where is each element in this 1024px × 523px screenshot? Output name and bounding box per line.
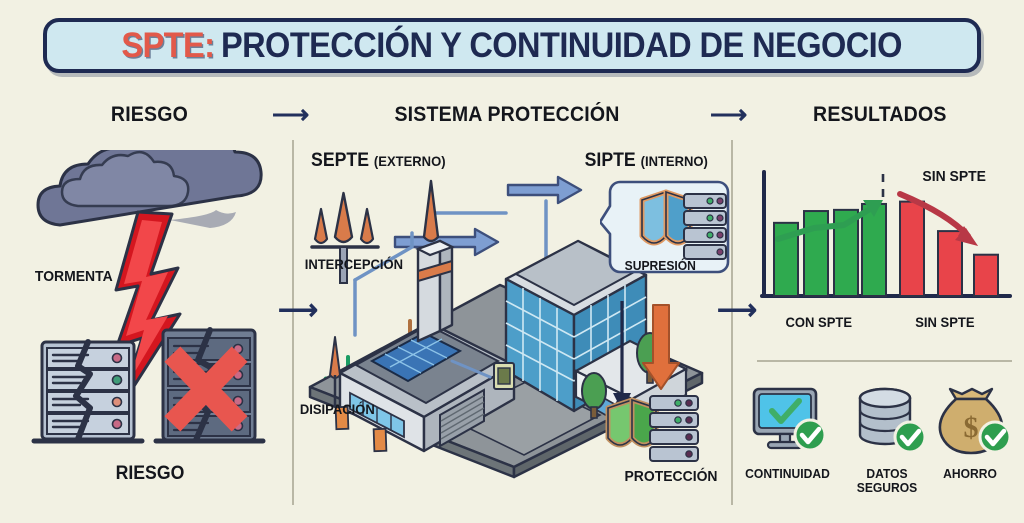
solar-panels-icon — [369, 331, 463, 383]
page-title: SPTE:PROTECCIÓN Y CONTINUIDAD DE NEGOCIO — [122, 28, 903, 63]
section-header-sistema: SISTEMA PROTECCIÓN — [394, 103, 620, 126]
chart-annotation-sin-spte: SIN SPTE — [922, 168, 986, 185]
suppression-label: SUPRESIÓN — [624, 258, 696, 273]
spd-cabinet-1 — [334, 405, 350, 431]
lightning-bolt-icon — [114, 210, 182, 410]
tower-window-grid — [505, 285, 647, 401]
check-badge-icon — [978, 420, 1012, 454]
sipte-qualifier: (INTERNO) — [640, 153, 708, 169]
warehouse-windows — [349, 391, 405, 439]
septe-name: SEPTE — [311, 150, 370, 171]
sipte-title: SIPTE (INTERNO) — [585, 150, 708, 172]
title-main: PROTECCIÓN Y CONTINUIDAD DE NEGOCIO — [221, 26, 903, 65]
divider-system-results — [731, 140, 733, 505]
benefit-label-datos-seguros: DATOS SEGUROS — [856, 466, 918, 495]
header-arrow-icon-1: ⟶ — [272, 99, 310, 129]
benefit-icon-continuidad — [752, 387, 827, 452]
title-banner: SPTE:PROTECCIÓN Y CONTINUIDAD DE NEGOCIO — [43, 18, 981, 73]
chart-bar — [861, 202, 887, 297]
benefit-label-continuidad: CONTINUIDAD — [745, 466, 830, 481]
benefit-label-ahorro: AHORRO — [943, 466, 997, 481]
protection-server-icon — [649, 395, 699, 462]
chimney-with-air-terminal — [415, 179, 455, 343]
chart-bars-sin-spte — [899, 200, 999, 297]
sipte-callout-box — [600, 180, 730, 274]
septe-title: SEPTE (EXTERNO) — [311, 150, 445, 172]
divider-risk-system — [292, 140, 294, 505]
damaged-server-rack-icon-1 — [31, 339, 145, 444]
damaged-server-rack-icon-2 — [153, 327, 266, 444]
protection-result-art — [605, 395, 699, 462]
protection-label: PROTECCIÓN — [624, 468, 718, 485]
check-badge-icon — [893, 420, 927, 454]
trend-arrow-down-icon — [897, 191, 978, 246]
trend-arrow-up-icon — [775, 200, 883, 242]
storm-label: TORMENTA — [34, 268, 113, 285]
results-bar-chart — [760, 170, 1012, 298]
interception-label: INTERCEPCIÓN — [304, 256, 404, 272]
suppression-shield-icon — [639, 189, 693, 246]
warehouse-building — [329, 321, 516, 453]
check-badge-icon — [793, 418, 827, 452]
chart-bars-con-spte — [773, 202, 887, 298]
section-header-resultados: RESULTADOS — [813, 103, 947, 126]
risk-label: RIESGO — [115, 463, 185, 484]
chart-group-label-sin-spte: SIN SPTE — [915, 314, 975, 330]
x-mark-icon — [164, 346, 248, 432]
system-panel-art — [308, 175, 704, 479]
flow-arrow-blue-2 — [506, 175, 583, 205]
flow-arrow-icon-1: ⟶ — [278, 294, 319, 325]
benefit-icon-ahorro: $ — [938, 387, 1012, 455]
septe-qualifier: (EXTERNO) — [373, 153, 446, 169]
chart-group-label-con-spte: CON SPTE — [785, 314, 853, 330]
sipte-name: SIPTE — [584, 150, 636, 171]
dissipation-label: DISIPACIÓN — [299, 401, 375, 417]
flow-arrow-icon-2: ⟶ — [717, 294, 758, 325]
section-header-riesgo: RIESGO — [110, 103, 188, 126]
surge-arrow-down-icon — [642, 304, 680, 390]
benefit-icon-datos-seguros — [858, 387, 927, 454]
chart-bar — [803, 210, 829, 297]
chart-bar — [973, 253, 999, 297]
title-prefix: SPTE: — [121, 26, 216, 65]
divider-results-inner — [757, 360, 1012, 362]
svg-text:$: $ — [964, 411, 979, 444]
flow-arrow-blue-1 — [393, 227, 500, 257]
chart-bar — [937, 230, 963, 297]
chart-bar — [899, 200, 925, 297]
header-arrow-icon-2: ⟶ — [710, 99, 748, 129]
risk-panel-art — [31, 150, 266, 444]
storm-cloud-icon — [36, 150, 263, 228]
protection-shield-icon — [605, 397, 659, 448]
lightning-rods-icon — [310, 191, 380, 284]
spd-cabinet-2 — [372, 427, 388, 453]
suppression-server-icon — [683, 193, 727, 260]
